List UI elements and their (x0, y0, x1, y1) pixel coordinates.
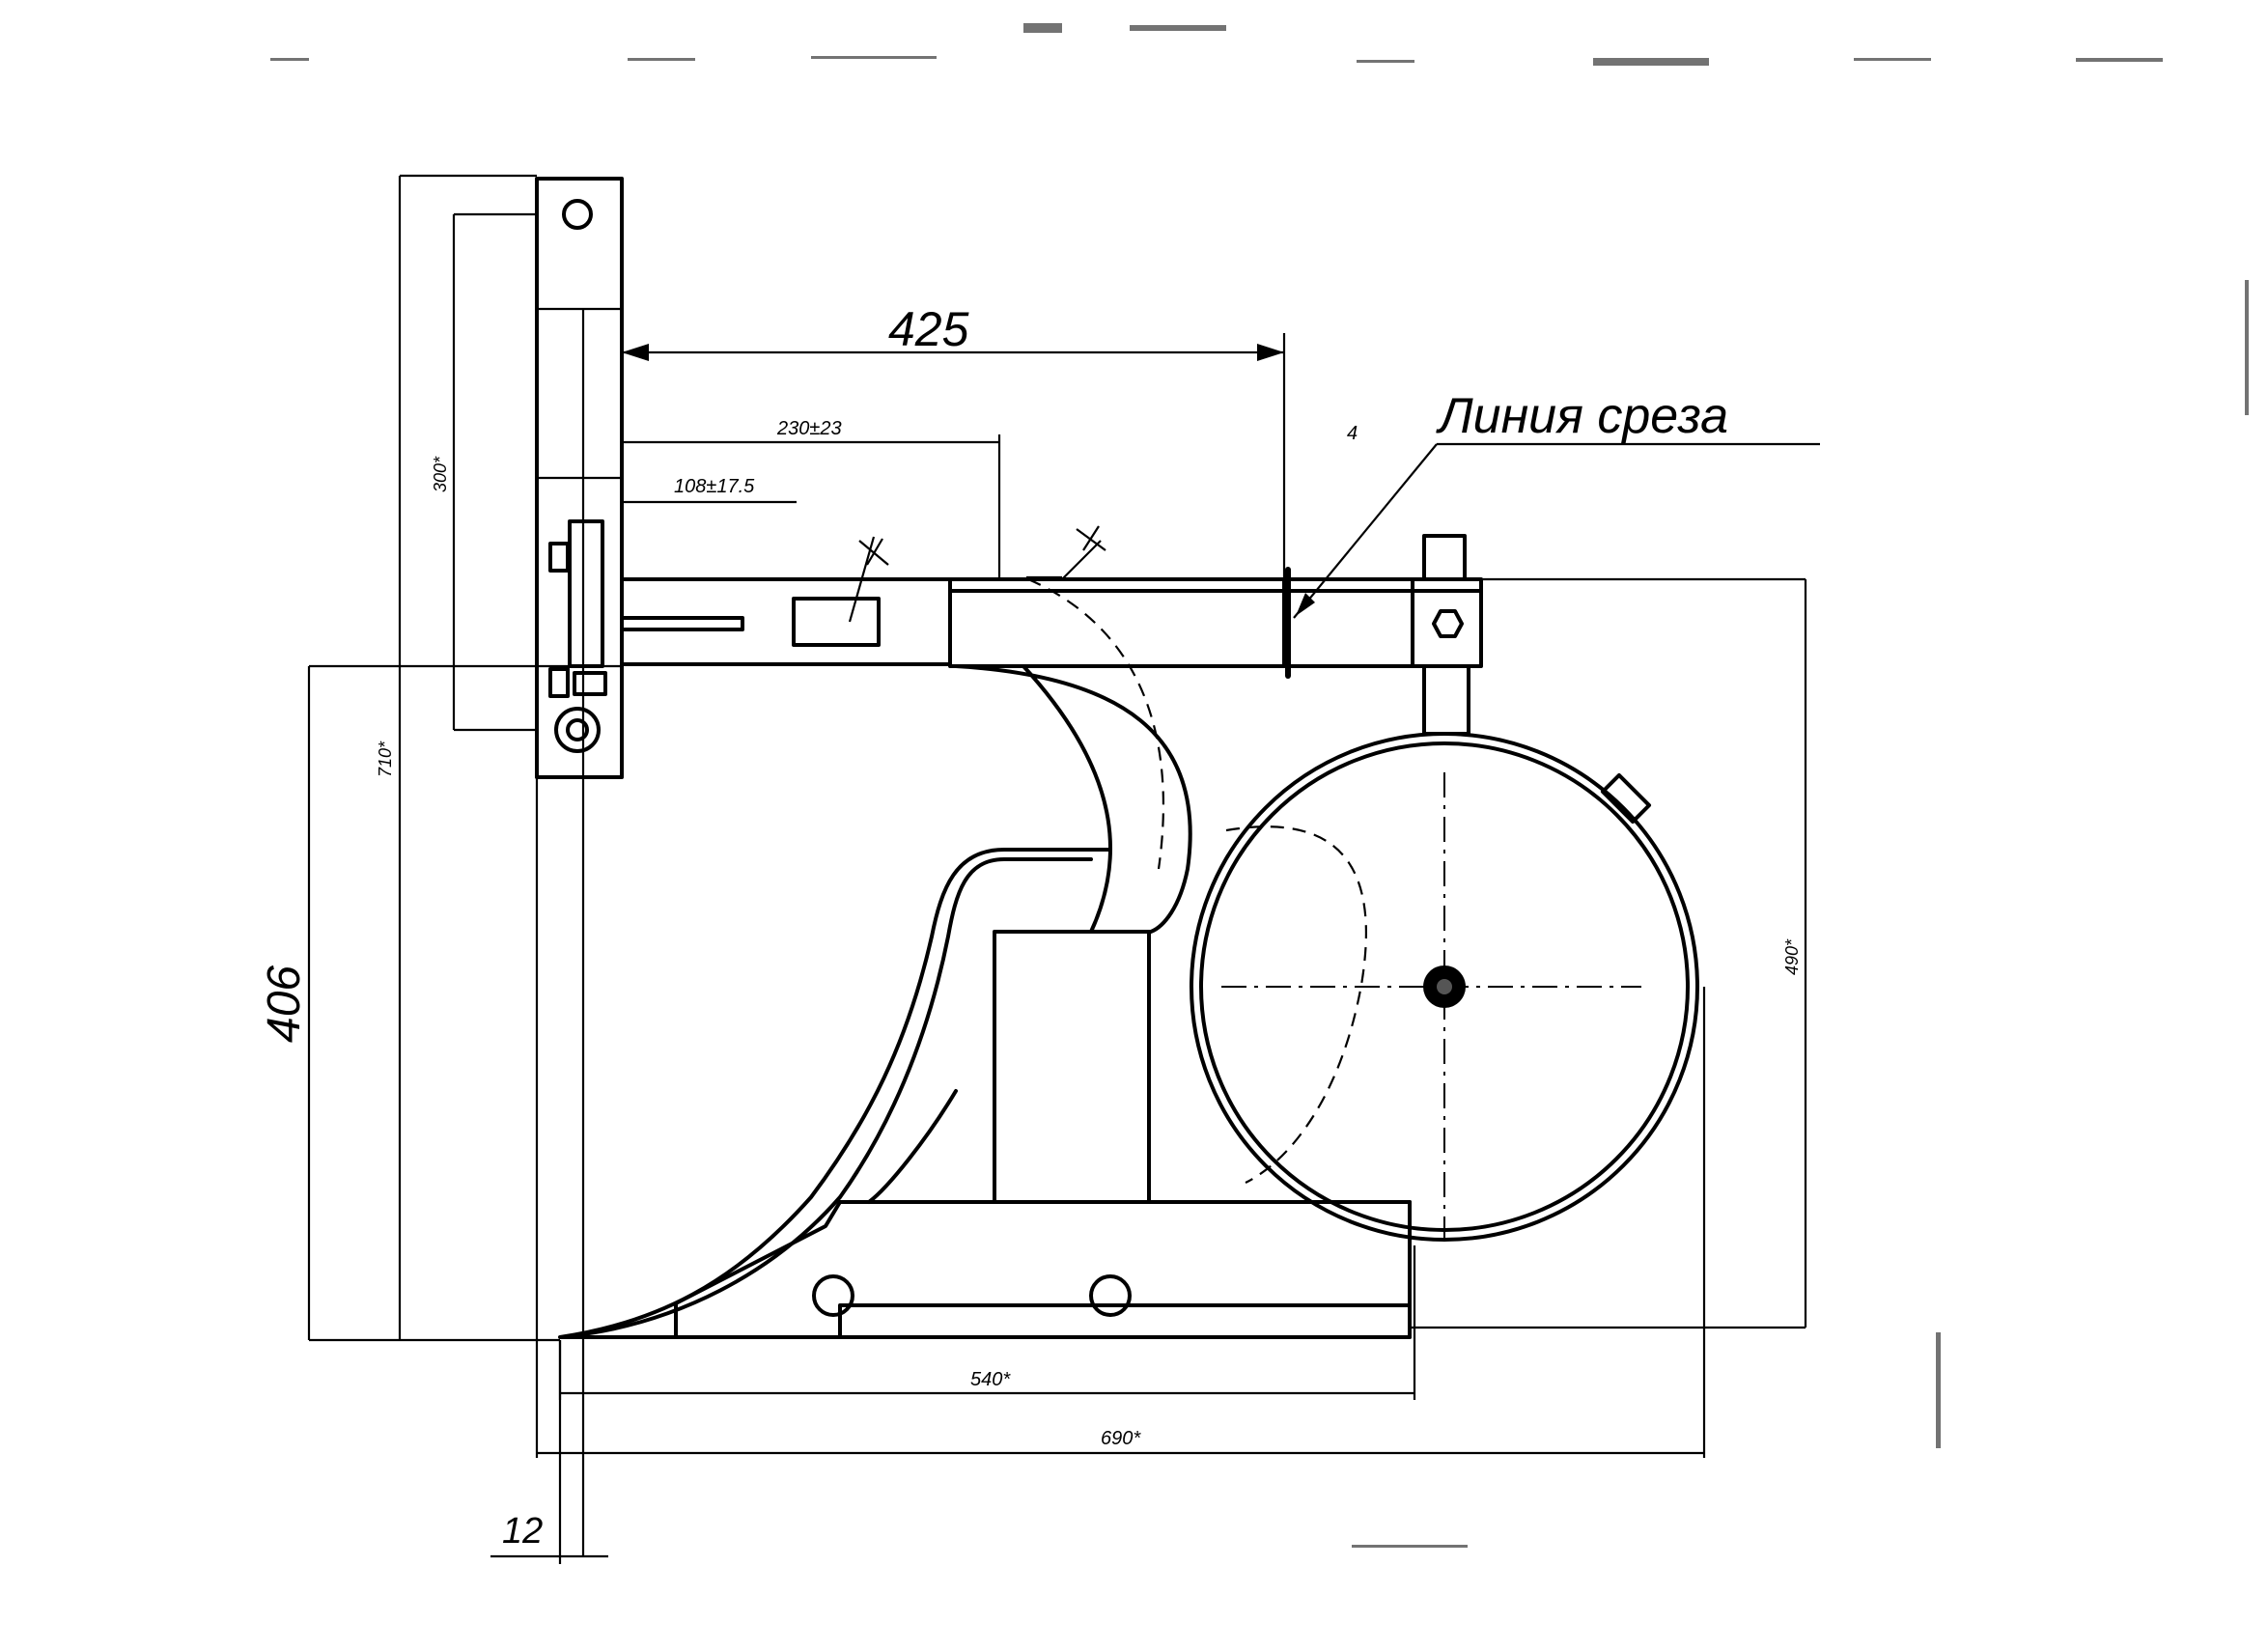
mount-hole-bottom (554, 707, 601, 753)
dimension-300: 300* (431, 456, 450, 492)
curved-shank (954, 577, 1192, 934)
mount-hole-top (562, 199, 593, 230)
scan-noise (270, 23, 2249, 1548)
dimension-406: 406 (259, 965, 310, 1043)
dimension-710: 710* (376, 741, 395, 777)
plow-body (558, 825, 1412, 1339)
weld-symbol-icon (858, 525, 1106, 566)
dimension-12: 12 (502, 1511, 543, 1552)
share-bolt-hole-1 (812, 1274, 854, 1317)
bolt-lower (548, 667, 570, 698)
horizontal-beam (620, 534, 1483, 736)
share-bolt-hole-2 (1089, 1274, 1132, 1317)
dimension-690: 690* (1101, 1428, 1141, 1449)
mounting-plate (535, 177, 624, 1556)
coulter-disc (1190, 732, 1699, 1245)
hex-bolt-icon (1432, 609, 1464, 638)
callout-number: 4 (1347, 423, 1358, 444)
dimension-230: 230±23 (776, 418, 842, 439)
dimension-490: 490* (1782, 938, 1802, 975)
bolt-upper (548, 542, 570, 573)
dimension-425: 425 (888, 302, 969, 356)
slot-opening (792, 597, 881, 647)
cut-line-label: Линия среза (1436, 388, 1728, 444)
dimension-lines (307, 174, 1820, 1564)
dimension-108: 108±17.5 (674, 476, 755, 497)
dimension-540: 540* (970, 1369, 1011, 1390)
